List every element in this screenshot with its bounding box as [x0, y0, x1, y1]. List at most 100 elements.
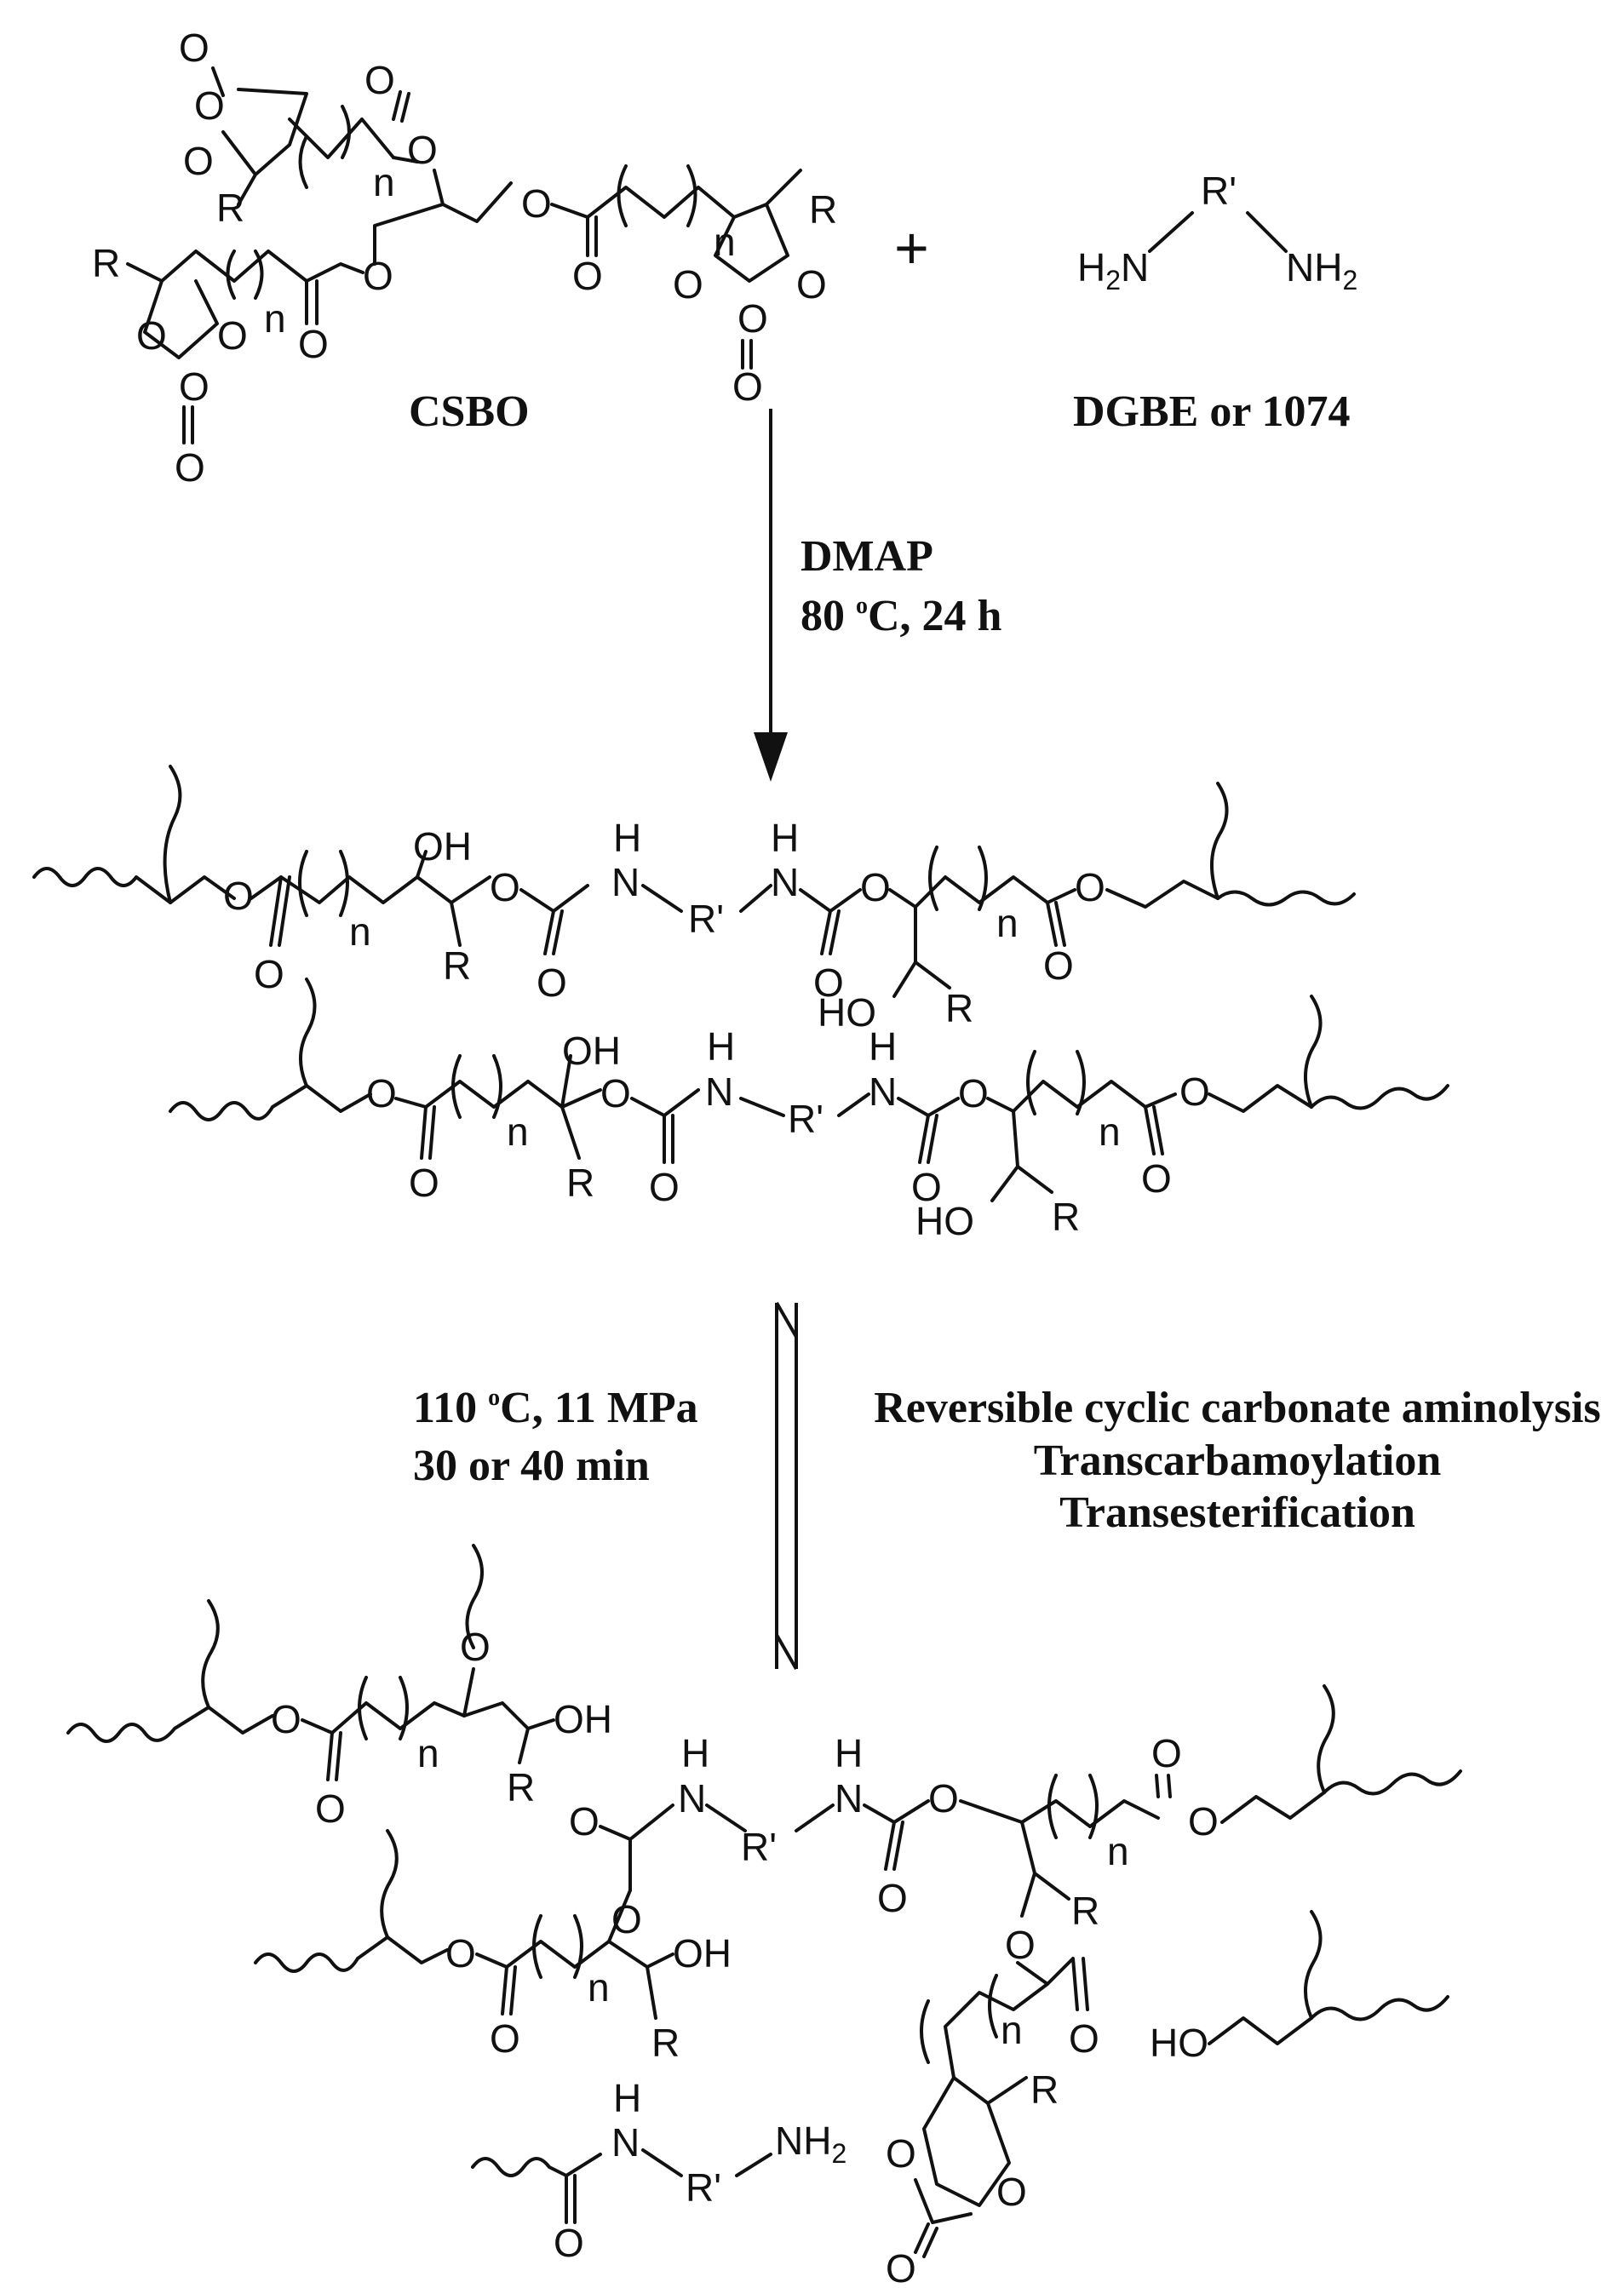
atom-r: R	[1071, 1889, 1099, 1933]
atom-ho: HO	[1150, 2021, 1208, 2065]
atom-o: O	[179, 364, 209, 409]
atom-ho: HO	[818, 990, 876, 1035]
atom-r: R	[566, 1161, 594, 1205]
atom-n: N	[835, 1776, 863, 1821]
atom-o: O	[732, 364, 763, 409]
atom-r: R	[507, 1765, 535, 1809]
repeat-n: n	[996, 901, 1019, 945]
atom-o: O	[183, 139, 214, 183]
repeat-n: n	[349, 909, 371, 954]
atom-h: H	[771, 816, 799, 860]
atom-o: O	[1069, 2016, 1099, 2061]
atom-h: H	[835, 1731, 863, 1775]
atom-r-prime: R'	[788, 1097, 823, 1141]
atom-o: O	[136, 313, 167, 358]
atom-r: R	[1030, 2067, 1059, 2112]
atom-oh: OH	[554, 1697, 612, 1741]
csbo-label: CSBO	[409, 387, 530, 436]
atom-o: O	[860, 865, 891, 909]
atom-o: O	[366, 1071, 397, 1115]
repeat-n: n	[1001, 2008, 1023, 2052]
atom-o: O	[886, 2246, 916, 2288]
atom-o: O	[271, 1697, 301, 1741]
atom-o: O	[537, 961, 567, 1005]
atom-o: O	[490, 2016, 520, 2061]
atom-o: O	[1005, 1923, 1036, 1967]
amine-nh2: NH2	[1286, 245, 1357, 295]
equilibrium-arrows	[775, 1302, 798, 1670]
atom-o: O	[958, 1071, 989, 1115]
atom-r-prime: R'	[686, 2165, 721, 2210]
atom-o: O	[217, 313, 248, 358]
atom-ho: HO	[915, 1199, 974, 1243]
atom-n: N	[611, 2120, 640, 2165]
atom-h: H	[681, 1731, 709, 1775]
atom-o: O	[445, 1931, 476, 1975]
atom-r-prime: R'	[1201, 169, 1237, 213]
repeat-n: n	[417, 1731, 439, 1775]
atom-o: O	[175, 445, 205, 490]
atom-r: R	[651, 2021, 680, 2065]
mechanism-1: Reversible cyclic carbonate aminolysis	[874, 1384, 1601, 1432]
atom-o: O	[179, 26, 209, 70]
network-strand-1: O O n OH R O O H N R' H N O O HO R n O O	[32, 765, 1356, 1035]
atom-o: O	[649, 1165, 680, 1209]
repeat-n: n	[264, 296, 286, 341]
atom-o: O	[1151, 1731, 1182, 1775]
atom-h: H	[707, 1024, 735, 1069]
atom-r: R	[945, 986, 973, 1030]
atom-o: O	[363, 254, 393, 298]
atom-o: O	[554, 2221, 584, 2265]
atom-o: O	[521, 181, 552, 226]
mechanism-2: Transcarbamoylation	[1034, 1436, 1442, 1485]
repeat-n: n	[588, 1965, 610, 2010]
mechanism-3: Transesterification	[1059, 1488, 1415, 1537]
amine-nh2: NH2	[775, 2119, 846, 2169]
atom-o: O	[490, 865, 520, 909]
atom-o: O	[1075, 865, 1105, 909]
step1-catalyst: DMAP	[801, 532, 933, 581]
atom-n: N	[771, 860, 799, 904]
csbo-structure: O O O R n O O O O O n O O O O R R O n	[92, 26, 837, 490]
atom-r: R	[809, 187, 837, 232]
atom-o: O	[737, 296, 768, 341]
atom-o: O	[315, 1786, 346, 1831]
atom-o: O	[611, 1897, 642, 1941]
rearranged-network: O O n O OH R H N H N R' O O O O n O O	[66, 1544, 1462, 2288]
step2-time: 30 or 40 min	[413, 1442, 650, 1490]
atom-o: O	[407, 128, 438, 172]
atom-oh: OH	[673, 1931, 732, 1975]
repeat-n: n	[1099, 1110, 1121, 1154]
step2-conditions: 110 oC, 11 MPa	[413, 1384, 698, 1432]
atom-o: O	[572, 254, 603, 298]
atom-n: N	[705, 1069, 733, 1114]
atom-o: O	[1043, 943, 1074, 988]
atom-o: O	[409, 1161, 439, 1205]
atom-h: H	[869, 1024, 897, 1069]
atom-r-prime: R'	[741, 1825, 777, 1869]
atom-h: H	[613, 2076, 641, 2120]
atom-o: O	[1179, 1069, 1210, 1114]
atom-n: N	[869, 1069, 897, 1114]
reaction-arrow-1	[754, 409, 788, 782]
repeat-n: n	[373, 160, 395, 204]
atom-o: O	[460, 1625, 491, 1669]
atom-o: O	[600, 1071, 631, 1115]
atom-o: O	[1188, 1799, 1219, 1844]
atom-o: O	[928, 1776, 959, 1821]
atom-o: O	[673, 262, 703, 307]
atom-h: H	[613, 816, 641, 860]
atom-n: N	[678, 1776, 706, 1821]
atom-r: R	[443, 943, 471, 988]
repeat-n: n	[507, 1110, 529, 1154]
plus-sign: +	[894, 215, 929, 281]
atom-o: O	[886, 2131, 916, 2176]
atom-o: O	[996, 2170, 1027, 2214]
atom-r: R	[216, 186, 244, 230]
atom-o: O	[569, 1799, 600, 1844]
network-strand-2: O O n OH R O O H N R' H N O O HO R n O O	[169, 978, 1449, 1243]
atom-o: O	[254, 952, 284, 996]
atom-r: R	[1052, 1195, 1080, 1239]
step1-conditions: 80 oC, 24 h	[801, 592, 1002, 640]
